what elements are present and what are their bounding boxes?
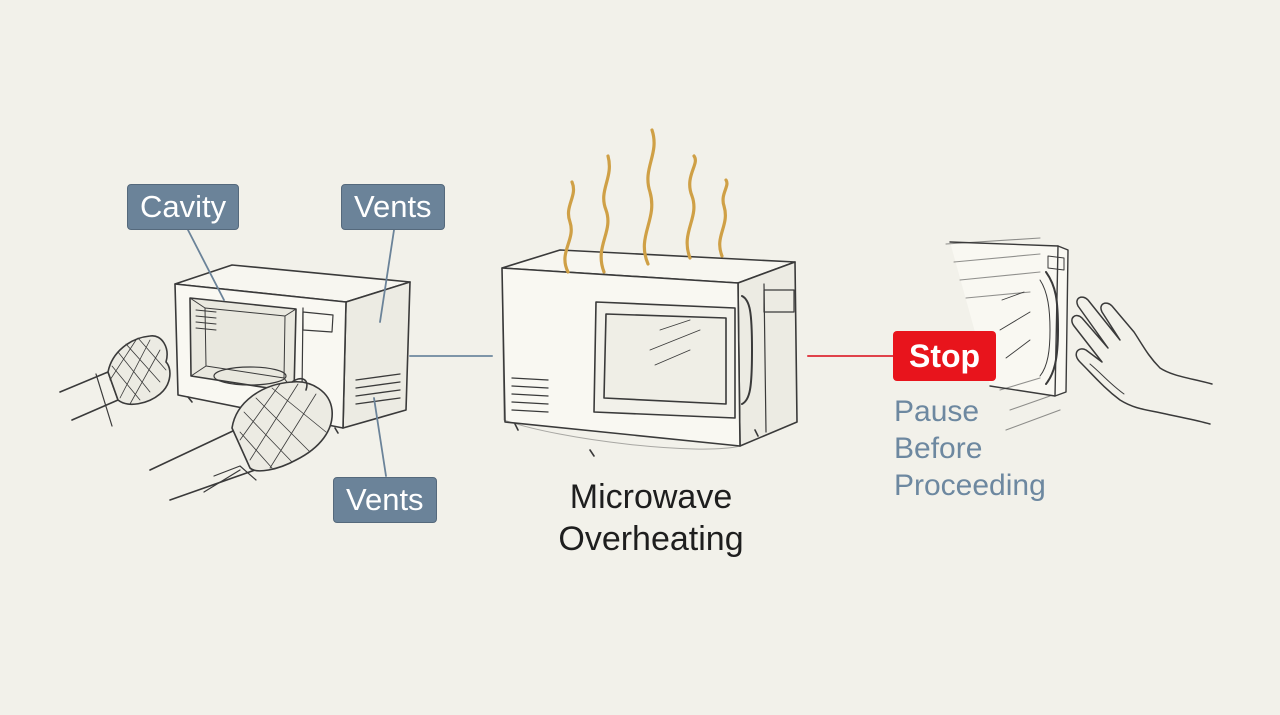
vents-top-label: Vents bbox=[341, 184, 445, 230]
title-line-1: Microwave bbox=[569, 478, 733, 516]
cavity-grille bbox=[195, 309, 217, 331]
steam-icon bbox=[563, 128, 729, 274]
stop-hand-icon bbox=[1071, 296, 1213, 425]
stop-description: Pause Before Proceeding bbox=[894, 393, 1046, 504]
stop-description-line-1: Pause bbox=[894, 395, 980, 428]
oven-mitt-icon bbox=[149, 377, 333, 501]
cavity-leader-line bbox=[187, 229, 225, 301]
vents-bottom-label: Vents bbox=[333, 477, 437, 523]
oven-mitt-icon bbox=[59, 335, 171, 427]
front-vents bbox=[511, 377, 549, 413]
motion-lines bbox=[945, 237, 1061, 431]
stop-description-line-2: Before bbox=[894, 432, 983, 465]
microwave-center-illustration bbox=[501, 249, 798, 457]
cavity-label: Cavity bbox=[127, 184, 240, 230]
vents-bottom-leader-line bbox=[373, 397, 387, 477]
side-vents bbox=[355, 373, 401, 405]
diagram-title: Microwave Overheating bbox=[540, 476, 762, 560]
microwave-right-illustration bbox=[945, 237, 1069, 431]
stop-description-line-3: Proceeding bbox=[894, 469, 1046, 502]
microwave-open-illustration bbox=[59, 264, 411, 501]
title-line-2: Overheating bbox=[558, 520, 744, 558]
stop-badge: Stop bbox=[893, 331, 997, 381]
vents-top-leader-line bbox=[379, 229, 395, 323]
